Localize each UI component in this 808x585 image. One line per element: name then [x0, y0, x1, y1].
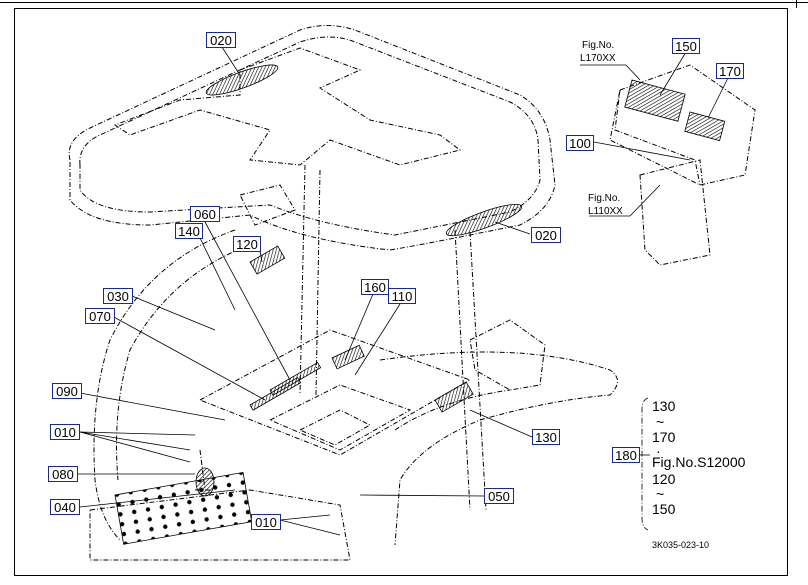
leader-020-top [221, 46, 241, 76]
callout-050[interactable]: 050 [484, 488, 514, 504]
callout-080[interactable]: 080 [48, 466, 78, 482]
callout-070[interactable]: 070 [85, 308, 115, 324]
leader-050 [359, 494, 485, 497]
top-border-line [0, 2, 808, 3]
leader-110 [354, 303, 401, 376]
roof-decal-top [205, 64, 279, 96]
decal-070 [249, 376, 302, 411]
range-start: 130 [652, 398, 676, 414]
leader-170 [707, 77, 729, 119]
range-tilde-2: ~ [656, 486, 665, 502]
drawing-code: 3K035-023-10 [652, 540, 710, 550]
decal-120 [249, 245, 286, 275]
operator-platform [198, 329, 472, 456]
fig-l110-code: L110XX [588, 206, 623, 217]
floor-mat [114, 471, 253, 545]
right-post [454, 229, 487, 511]
corner-tick [796, 0, 805, 8]
callout-030[interactable]: 030 [103, 288, 133, 304]
leader-l170-b [625, 64, 641, 81]
roof-decal-right [445, 203, 523, 237]
callout-120[interactable]: 120 [233, 236, 261, 252]
leader-020-right [494, 221, 531, 235]
callout-180[interactable]: 180 [612, 447, 640, 463]
range-fig-number: Fig.No.S12000 [652, 454, 746, 470]
leader-040 [79, 489, 236, 508]
left-fender [93, 229, 251, 541]
roof-x-recess [113, 47, 462, 166]
callout-140[interactable]: 140 [175, 223, 203, 239]
range-second-start: 120 [652, 471, 676, 487]
leader-070 [111, 315, 266, 401]
leader-120 [259, 250, 263, 263]
callout-150[interactable]: 150 [672, 38, 700, 54]
bracket-l170-face [614, 89, 701, 186]
callout-100[interactable]: 100 [566, 135, 594, 151]
range-tilde-1: ~ [656, 414, 665, 430]
range-second-end: 150 [652, 501, 676, 517]
leader-l110-b [629, 184, 661, 217]
leader-060 [204, 221, 291, 381]
decal-130 [434, 381, 474, 413]
right-device [469, 319, 546, 391]
range-dot: · [656, 443, 661, 459]
leader-030 [131, 295, 216, 331]
right-fender [379, 351, 618, 546]
callout-020-top[interactable]: 020 [206, 32, 236, 48]
decal-160 [331, 344, 365, 370]
callout-170[interactable]: 170 [716, 63, 744, 79]
leader-010a [79, 431, 196, 436]
left-post [299, 164, 321, 396]
fig-l110-title: Fig.No. [588, 193, 621, 204]
leader-010c [79, 431, 191, 463]
top-device [239, 184, 296, 226]
canopy-roof-inner [79, 36, 541, 236]
callout-110[interactable]: 110 [388, 288, 416, 304]
fig-l170-title: Fig.No. [582, 40, 615, 51]
bracket-l170 [609, 64, 756, 186]
leader-150 [659, 51, 687, 96]
callout-010-left[interactable]: 010 [50, 424, 80, 440]
callout-010-bottom[interactable]: 010 [251, 514, 281, 530]
decal-170 [684, 111, 726, 142]
callout-020-right[interactable]: 020 [531, 227, 561, 243]
bracket-l110 [639, 159, 711, 266]
canopy-roof-outline [68, 25, 556, 251]
leader-140 [199, 237, 236, 311]
leader-090 [79, 392, 226, 421]
leader-010b [79, 431, 191, 451]
callout-060[interactable]: 060 [190, 206, 220, 222]
leader-010d [279, 514, 331, 521]
seat-mount [298, 409, 372, 446]
range-end: 170 [652, 429, 676, 445]
leader-160 [344, 293, 374, 361]
leader-010e [279, 519, 341, 536]
callout-130[interactable]: 130 [532, 429, 560, 445]
platform-plate [268, 384, 412, 451]
range-bracket [641, 397, 649, 531]
fig-l170-code: L170XX [580, 53, 616, 64]
diagram-frame [14, 8, 788, 576]
callout-160[interactable]: 160 [361, 279, 389, 295]
leader-130 [469, 409, 533, 438]
callout-040[interactable]: 040 [50, 499, 80, 515]
decal-150 [624, 79, 686, 122]
lever-knob [195, 467, 215, 497]
callout-090[interactable]: 090 [52, 383, 82, 399]
leader-100 [593, 141, 691, 161]
